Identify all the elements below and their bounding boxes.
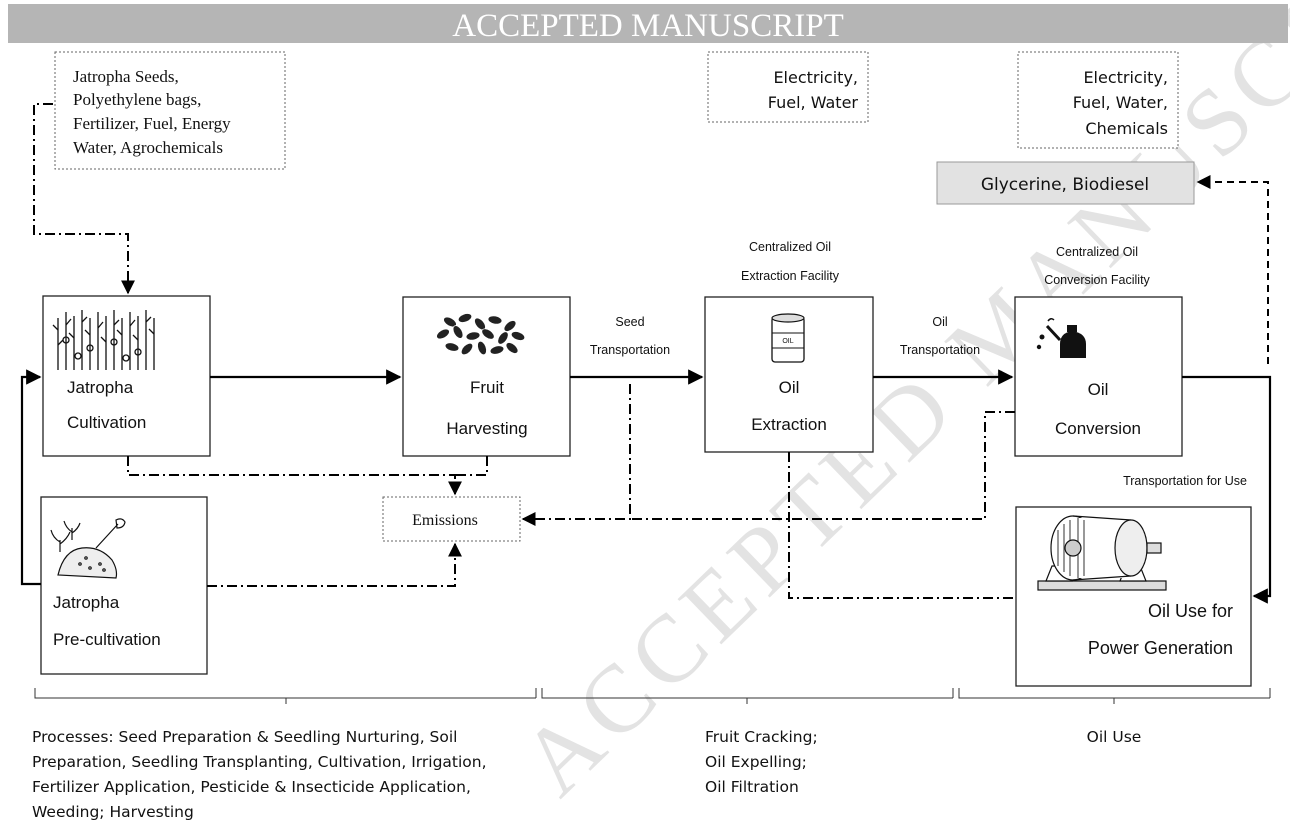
stage-braces bbox=[34, 688, 1271, 704]
input-emission-arrows bbox=[33, 103, 1016, 599]
process-label: Harvesting bbox=[446, 419, 527, 438]
process-label: Jatropha bbox=[53, 593, 120, 612]
input-line: Fertilizer, Fuel, Energy bbox=[73, 114, 231, 133]
drum-label: OIL bbox=[782, 338, 793, 345]
input-line: Electricity, bbox=[1083, 68, 1168, 87]
emissions-label: Emissions bbox=[412, 512, 478, 529]
products-box: Glycerine, Biodiesel bbox=[936, 161, 1195, 205]
process-label: Cultivation bbox=[67, 413, 146, 432]
process-label: Extraction bbox=[751, 415, 827, 434]
seeds-icon bbox=[436, 313, 526, 356]
products-label: Glycerine, Biodiesel bbox=[981, 175, 1149, 195]
process-label: Power Generation bbox=[1088, 638, 1233, 658]
process-label: Oil Use for bbox=[1148, 601, 1233, 621]
main-flow-arrows bbox=[20, 369, 1272, 604]
stage-line: Oil Expelling; bbox=[705, 753, 807, 771]
generator-icon bbox=[1037, 515, 1167, 591]
stage-line: Preparation, Seedling Transplanting, Cul… bbox=[32, 753, 487, 771]
process-label: Jatropha bbox=[67, 378, 134, 397]
input-line: Fuel, Water bbox=[768, 93, 859, 112]
fruit-harvesting-box: Fruit Harvesting bbox=[402, 296, 571, 457]
facility-label: Centralized Oil bbox=[749, 240, 831, 254]
banner-bar bbox=[8, 4, 1288, 43]
stage-line: Processes: Seed Preparation & Seedling N… bbox=[32, 728, 458, 746]
process-label: Oil bbox=[1088, 380, 1109, 399]
stage-line: Fruit Cracking; bbox=[705, 728, 818, 746]
process-label: Pre-cultivation bbox=[53, 630, 161, 649]
banner-title: ACCEPTED MANUSCRIPT bbox=[452, 8, 843, 44]
jatropha-precultivation-box: Jatropha Pre-cultivation bbox=[40, 496, 208, 675]
jatropha-plants-icon bbox=[52, 310, 155, 370]
input-line: Chemicals bbox=[1085, 119, 1168, 138]
stage-line: Oil Use bbox=[1087, 728, 1142, 746]
oil-extraction-box: OIL Oil Extraction bbox=[704, 296, 874, 453]
stage-line: Weeding; Harvesting bbox=[32, 803, 194, 821]
facility-label: Centralized Oil bbox=[1056, 245, 1138, 259]
power-generation-box: Oil Use for Power Generation bbox=[1015, 506, 1252, 687]
transport-label: Seed bbox=[615, 315, 644, 329]
emissions-box: Emissions bbox=[382, 496, 521, 542]
jatropha-cultivation-box: Jatropha Cultivation bbox=[42, 295, 211, 457]
input-line: Electricity, bbox=[773, 68, 858, 87]
stage-line: Fertilizer Application, Pesticide & Inse… bbox=[32, 778, 471, 796]
conversion-inputs-box: Electricity, Fuel, Water, Chemicals bbox=[1017, 51, 1179, 149]
oil-can-icon bbox=[1036, 317, 1086, 358]
facility-label: Conversion Facility bbox=[1044, 273, 1150, 287]
input-line: Water, Agrochemicals bbox=[73, 138, 223, 157]
facility-label: Extraction Facility bbox=[741, 269, 840, 283]
seedling-soil-icon bbox=[50, 518, 126, 579]
input-line: Fuel, Water, bbox=[1073, 93, 1168, 112]
input-line: Polyethylene bags, bbox=[73, 90, 201, 109]
transport-label: Transportation bbox=[900, 343, 980, 357]
process-label: Fruit bbox=[470, 378, 504, 397]
input-line: Jatropha Seeds, bbox=[73, 67, 179, 86]
extraction-inputs-box: Electricity, Fuel, Water bbox=[707, 51, 869, 123]
product-flow-arrow bbox=[1196, 175, 1269, 364]
stage-line: Oil Filtration bbox=[705, 778, 799, 796]
transport-label: Transportation for Use bbox=[1123, 474, 1247, 488]
process-label: Oil bbox=[779, 378, 800, 397]
oil-drum-icon: OIL bbox=[771, 313, 805, 363]
process-label: Conversion bbox=[1055, 419, 1141, 438]
stage-descriptions: Processes: Seed Preparation & Seedling N… bbox=[32, 728, 1141, 821]
transport-label: Oil bbox=[932, 315, 947, 329]
transport-label: Transportation bbox=[590, 343, 670, 357]
oil-conversion-box: Oil Conversion bbox=[1014, 296, 1183, 457]
cultivation-inputs-box: Jatropha Seeds, Polyethylene bags, Ferti… bbox=[54, 51, 286, 170]
